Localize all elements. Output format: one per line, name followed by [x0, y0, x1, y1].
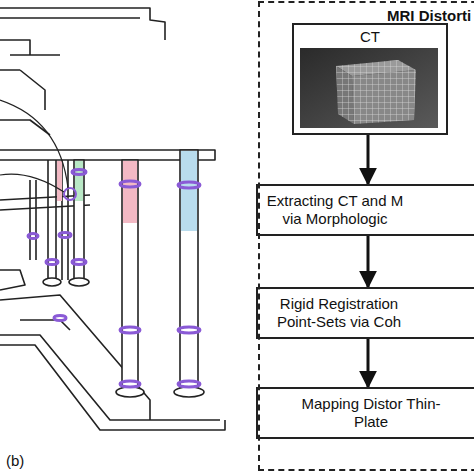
box-text: Rigid Registration Point-Sets via Coh [264, 295, 414, 331]
box-text: Mapping Distor Thin-Plate [296, 395, 446, 431]
rod-blue [181, 151, 197, 231]
box-text: CT [294, 28, 446, 46]
ct-cube-image [300, 48, 438, 128]
rod-pink [123, 161, 137, 223]
frame-lines [0, 8, 225, 430]
process-box: Extracting CT and M via Morphologic [256, 184, 474, 236]
rod-pink-small [57, 161, 62, 201]
process-box: Mapping Distor Thin-Plate [256, 387, 474, 439]
process-box: Rigid Registration Point-Sets via Coh [256, 287, 474, 339]
ct-box: CT [292, 23, 448, 135]
cable-lines [0, 100, 68, 192]
panel-label: (b) [6, 452, 24, 469]
flow-arrow [367, 236, 370, 287]
flow-arrow [367, 135, 370, 184]
dashed-group: MRI DistortiCTExtracting CT and M via Mo… [258, 1, 474, 471]
marker-rings [28, 170, 200, 388]
rod-bases [43, 278, 204, 397]
box-text: Extracting CT and M via Morphologic [260, 192, 410, 228]
flow-arrow [367, 339, 370, 387]
